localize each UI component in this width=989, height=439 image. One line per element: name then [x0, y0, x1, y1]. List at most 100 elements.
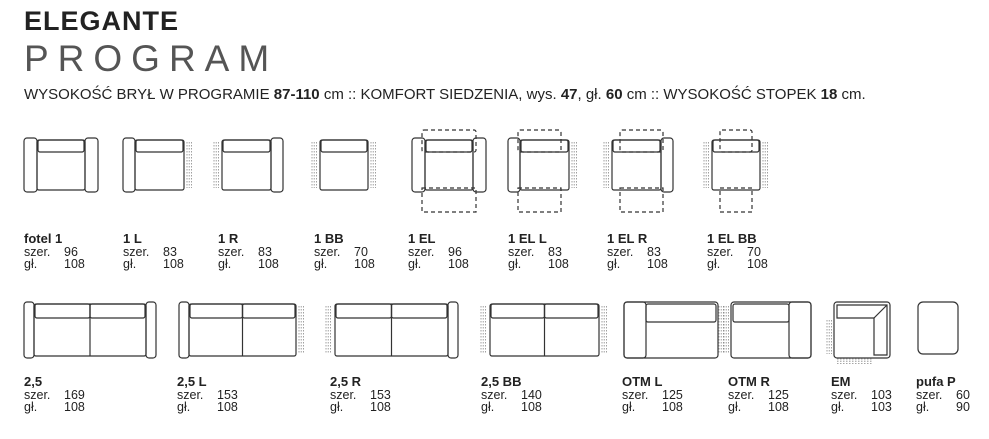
module-width-label: szer. — [408, 244, 435, 259]
module-width-label: szer. — [330, 387, 357, 402]
seat-outline — [623, 301, 719, 359]
module-depth-label: gł. — [24, 257, 38, 271]
module-depth-value: 108 — [662, 400, 683, 414]
seat-outline — [711, 139, 761, 191]
module-width-label: szer. — [24, 387, 51, 402]
module-width-row: szer.103 — [831, 388, 892, 402]
connector-left — [311, 142, 317, 188]
backrest-cushion — [543, 303, 599, 319]
connector-right — [298, 306, 304, 354]
module-width-label: szer. — [622, 387, 649, 402]
module-depth-value: 108 — [258, 257, 279, 271]
backrest-cushion — [390, 303, 448, 319]
module-name: 1 EL L — [508, 231, 547, 246]
backrest-cushion — [241, 303, 296, 319]
seat-outline — [730, 301, 812, 359]
backrest — [222, 139, 271, 153]
module-width-row: szer.153 — [177, 387, 238, 402]
module-drawing-1-el-r — [603, 129, 674, 213]
title: ELEGANTE — [24, 6, 180, 36]
armrest-left — [23, 137, 38, 193]
seat-outline — [424, 139, 474, 191]
module-width-value: 96 — [448, 244, 462, 259]
module-depth-row: gł.103 — [831, 401, 892, 414]
module-depth-label: gł. — [916, 400, 930, 414]
module-name: fotel 1 — [24, 231, 63, 246]
seat-outline — [519, 139, 570, 191]
module-width-value: 83 — [647, 244, 661, 259]
module-width-value: 83 — [258, 244, 272, 259]
module-name: 2,5 L — [177, 374, 207, 389]
module-depth-row: gł. 108 — [408, 258, 469, 271]
module-width-value: 70 — [354, 244, 368, 259]
armrest-left — [411, 137, 426, 193]
module-depth-row: gł.108 — [123, 258, 184, 271]
module-name: 1 L — [123, 231, 142, 246]
module-drawing-1-l — [122, 137, 192, 193]
module-depth-value: 108 — [448, 257, 469, 271]
connector-right — [762, 142, 768, 188]
module-width-row: szer.83 — [508, 244, 569, 259]
module-depth-value: 108 — [64, 257, 85, 271]
module-width-label: szer. — [607, 244, 634, 259]
module-depth-value: 108 — [64, 400, 85, 414]
module-depth-label: gł. — [408, 257, 422, 271]
specs-unit-3: cm — [622, 86, 647, 103]
module-drawing-otm-r — [723, 301, 812, 359]
corner-joint — [873, 304, 888, 319]
armrest-left — [178, 301, 190, 359]
recliner-footrest-extended — [421, 187, 477, 213]
specs-line: WYSOKOŚĆ BRYŁ W PROGRAMIE 87-110 cm :: K… — [24, 86, 866, 103]
module-width-row: szer.70 — [314, 244, 375, 259]
module-drawing-pufa-p — [917, 301, 959, 355]
module-depth-value: 108 — [768, 400, 789, 414]
module-depth-row: gł.108 — [707, 258, 768, 271]
module-width-label: szer. — [481, 387, 508, 402]
specs-feet-height: 18 — [820, 86, 838, 103]
backrest — [425, 139, 473, 153]
connector-left — [826, 320, 832, 354]
recliner-back-extended — [719, 129, 753, 153]
specs-unit-1: cm — [319, 86, 344, 103]
backrest — [135, 139, 184, 153]
specs-text-1: WYSOKOŚĆ BRYŁ W PROGRAMIE — [24, 86, 274, 103]
module-depth-value: 90 — [956, 400, 970, 414]
module-width-label: szer. — [508, 244, 535, 259]
recliner-footrest-extended — [619, 187, 664, 213]
backrest-cushion — [34, 303, 91, 319]
specs-text-2: :: KOMFORT SIEDZENIA, wys. — [343, 86, 561, 103]
connector-left — [325, 306, 331, 354]
module-depth-label: gł. — [330, 400, 344, 414]
module-drawing-1-el-l — [507, 129, 577, 213]
module-width-row: szer.153 — [330, 387, 391, 402]
module-width-value: 153 — [217, 387, 238, 402]
backrest — [645, 303, 717, 323]
armrest-right — [472, 137, 487, 193]
recliner-footrest-extended — [719, 187, 753, 213]
specs-seat-depth: 60 — [605, 86, 623, 103]
specs-text-3: , gł. — [577, 86, 606, 103]
chaise-end — [623, 301, 647, 359]
specs-seat-height: 47 — [560, 86, 578, 103]
connector-left — [480, 306, 486, 354]
module-depth-row: gł.108 — [607, 258, 668, 271]
module-depth-label: gł. — [728, 400, 742, 414]
connector-right — [571, 142, 577, 188]
module-depth-row: gł.108 — [330, 401, 391, 414]
module-width-value: 169 — [64, 387, 85, 402]
module-width-row: szer. 83 — [607, 244, 668, 259]
module-name: 2,5 — [24, 374, 43, 389]
module-depth-row: gł.108 — [622, 401, 683, 414]
module-width-value: 60 — [956, 387, 970, 402]
module-depth-value: 108 — [647, 257, 668, 271]
specs-text-4: :: WYSOKOŚĆ STOPEK — [646, 86, 821, 103]
